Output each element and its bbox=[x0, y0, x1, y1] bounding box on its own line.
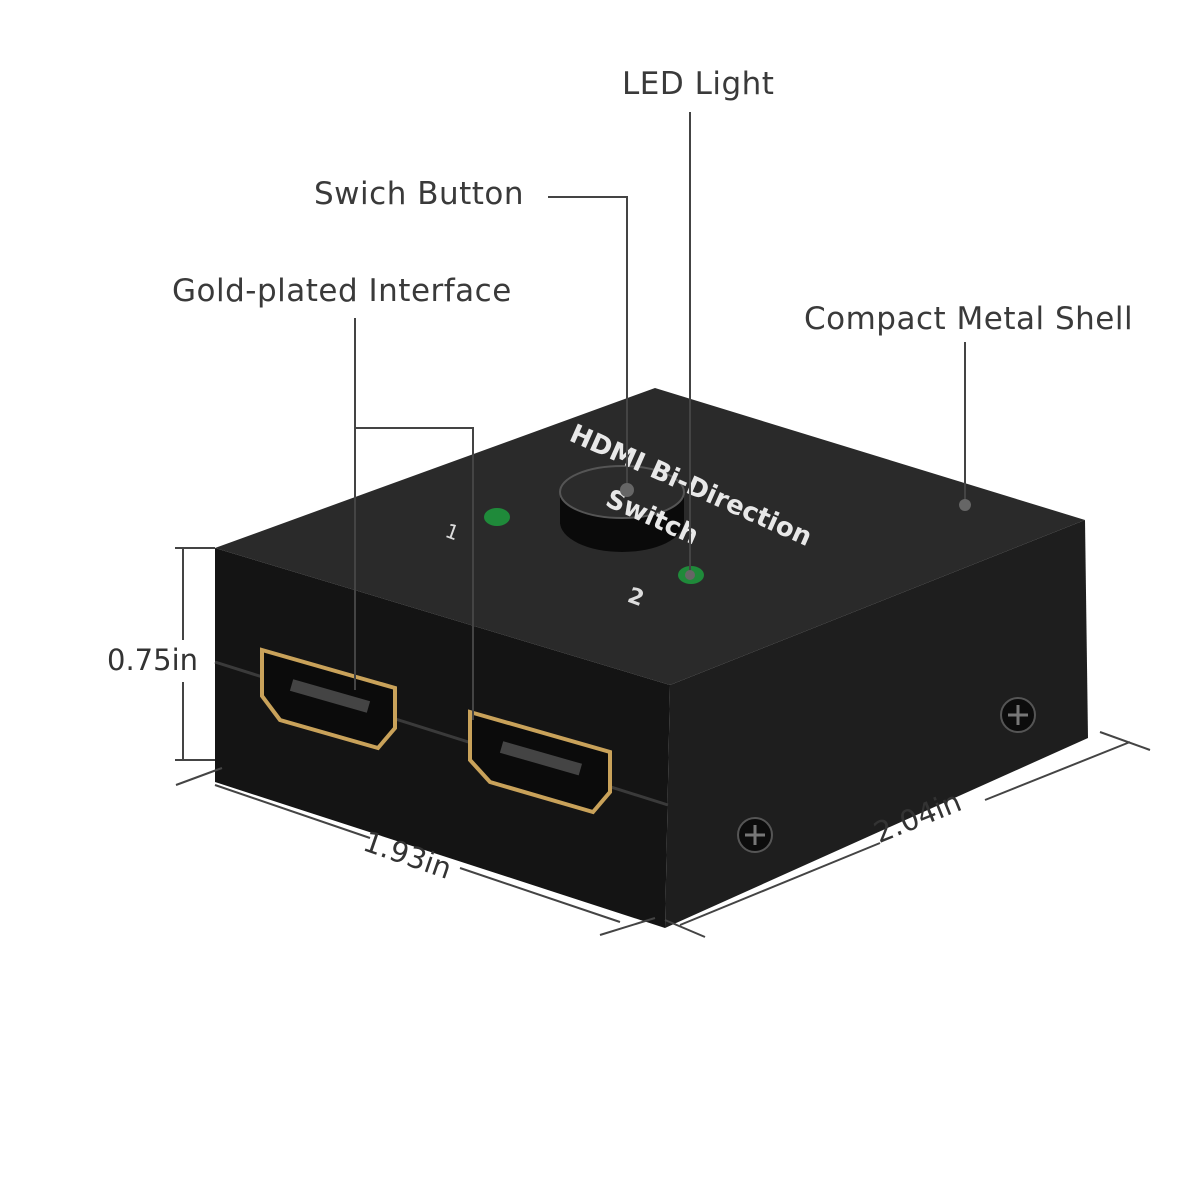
callout-compact-metal-shell: Compact Metal Shell bbox=[804, 301, 1134, 337]
callout-led-light: LED Light bbox=[622, 66, 775, 102]
leader-switch bbox=[548, 196, 628, 490]
screw-icon bbox=[737, 817, 773, 853]
leader-gold bbox=[354, 318, 474, 720]
device-front-face bbox=[215, 548, 670, 928]
callout-gold-plated-interface: Gold-plated Interface bbox=[172, 273, 512, 309]
led-1-icon bbox=[484, 508, 510, 526]
callout-switch-button: Swich Button bbox=[314, 176, 525, 212]
leader-dots bbox=[620, 483, 971, 580]
screw-icon bbox=[1000, 697, 1036, 733]
dimension-lines bbox=[175, 547, 1151, 938]
leader-lines bbox=[354, 112, 966, 720]
device-right-face bbox=[665, 520, 1088, 928]
hdmi-port-1 bbox=[260, 647, 397, 751]
dimension-height: 0.75in bbox=[107, 643, 199, 677]
hdmi-port-2 bbox=[468, 709, 612, 815]
